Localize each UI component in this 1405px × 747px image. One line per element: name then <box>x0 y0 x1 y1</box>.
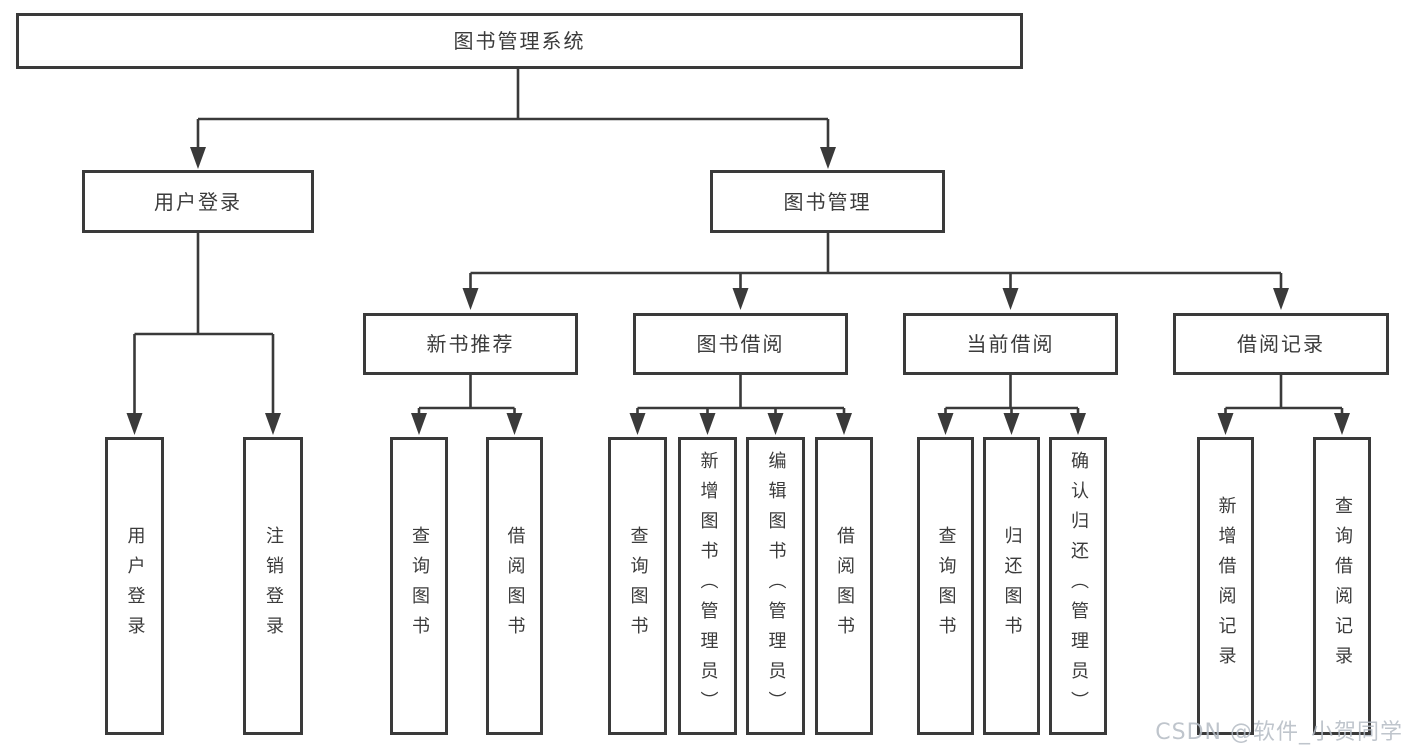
leaf-user-login: 用户登录 <box>105 437 164 735</box>
leaf-add-borrow-record: 新增借阅记录 <box>1197 437 1254 735</box>
leaf-borrow-books-recommend: 借阅图书 <box>486 437 543 735</box>
connector-line-path <box>133 69 1344 415</box>
leaf-confirm-return-admin: 确认归还（管理员） <box>1049 437 1107 735</box>
node-borrow-records: 借阅记录 <box>1173 313 1389 375</box>
leaf-add-book-admin: 新增图书（管理员） <box>678 437 737 735</box>
node-new-book-recommend: 新书推荐 <box>363 313 578 375</box>
leaf-edit-book-admin: 编辑图书（管理员） <box>746 437 805 735</box>
node-current-borrow: 当前借阅 <box>903 313 1118 375</box>
leaf-return-books: 归还图书 <box>983 437 1040 735</box>
leaf-query-books-recommend: 查询图书 <box>390 437 448 735</box>
leaf-query-books-current: 查询图书 <box>917 437 974 735</box>
leaf-query-books-borrow: 查询图书 <box>608 437 667 735</box>
node-book-borrow: 图书借阅 <box>633 313 848 375</box>
node-library-management-system: 图书管理系统 <box>16 13 1023 69</box>
leaf-logout: 注销登录 <box>243 437 303 735</box>
leaf-query-borrow-record: 查询借阅记录 <box>1313 437 1371 735</box>
watermark: CSDN @软件_小贺同学 <box>1155 720 1403 745</box>
leaf-borrow-books: 借阅图书 <box>815 437 873 735</box>
arrowhead-icons <box>126 147 1350 435</box>
node-book-management: 图书管理 <box>710 170 945 233</box>
node-user-login: 用户登录 <box>82 170 314 233</box>
